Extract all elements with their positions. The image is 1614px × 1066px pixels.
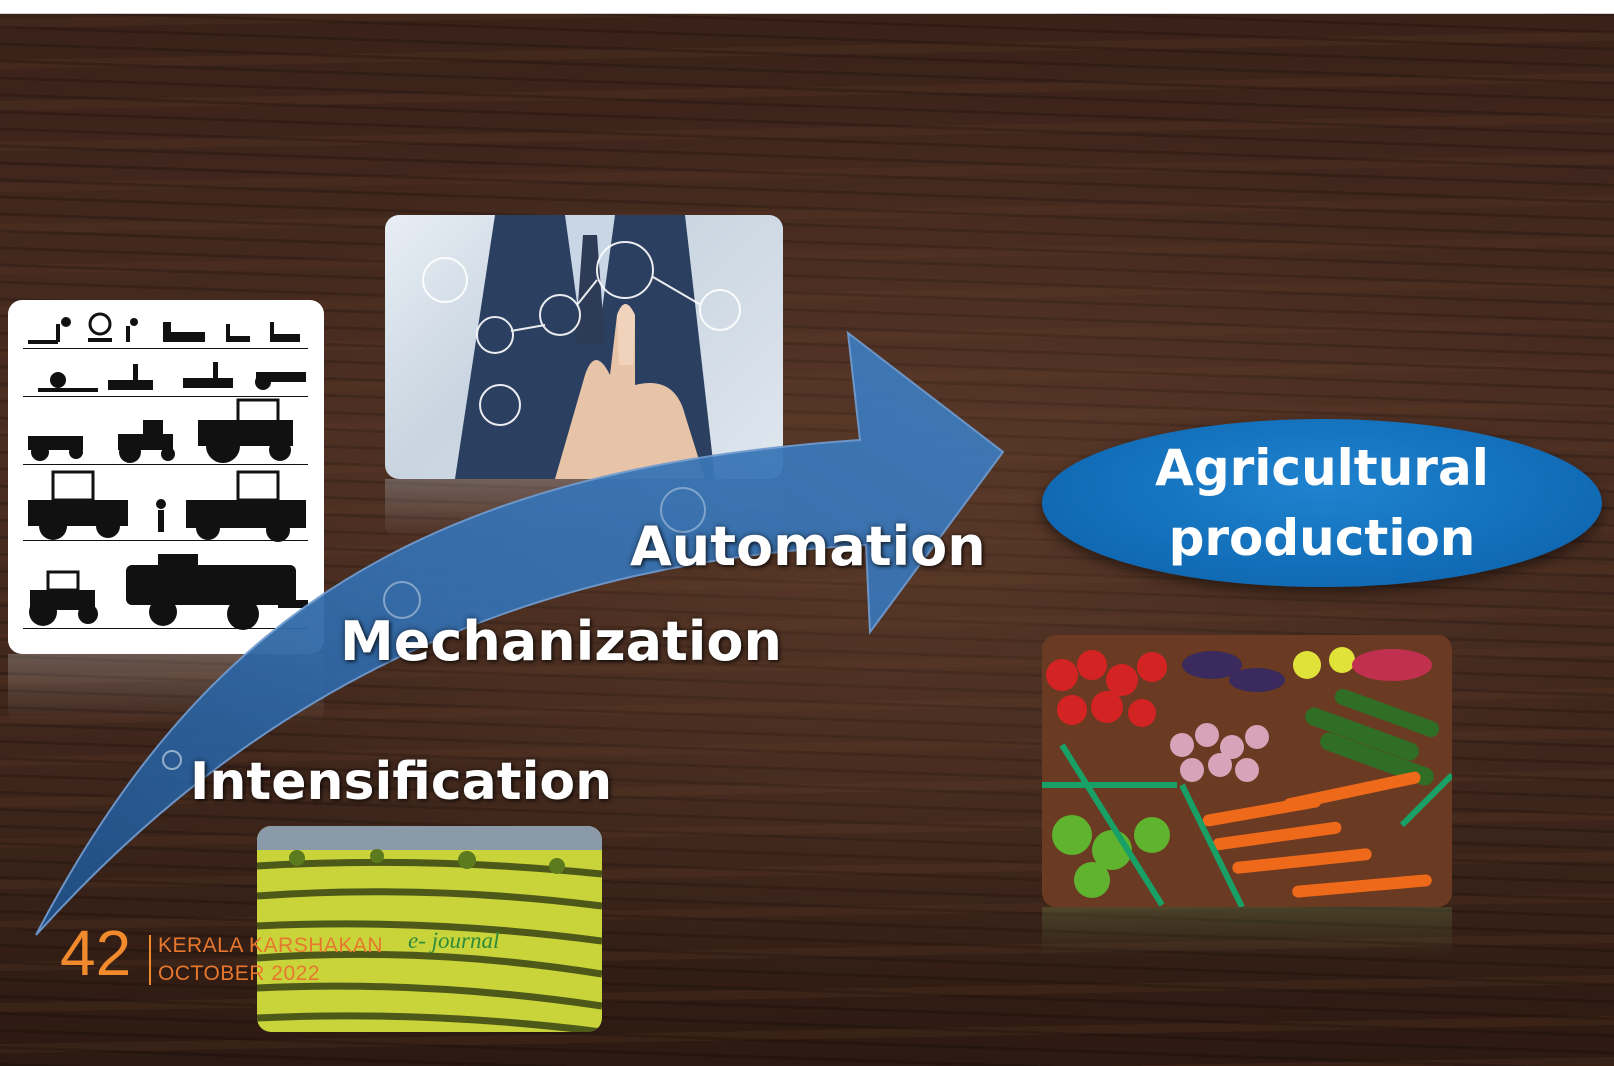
outcome-line2: production [1168, 509, 1476, 567]
issue-date: OCTOBER 2022 [158, 962, 321, 985]
stage-label-mechanization: Mechanization [340, 610, 782, 673]
page-number: 42 [60, 917, 132, 989]
farm-machinery-silhouettes-icon [8, 300, 324, 654]
stage-label-intensification: Intensification [190, 752, 613, 812]
stage-label-automation: Automation [630, 515, 986, 578]
vegetables-reflection [1042, 907, 1452, 957]
footer-divider [149, 935, 151, 985]
touchscreen-hand-icon [385, 215, 783, 479]
vegetable-market-photo [1042, 635, 1452, 907]
rice-terraces-photo [257, 826, 602, 1032]
publication-name: KERALA KARSHAKAN [158, 934, 384, 957]
outcome-line1: Agricultural [1155, 439, 1489, 497]
top-border [0, 0, 1614, 14]
journal-tag: e- journal [408, 928, 500, 953]
outcome-ellipse: Agricultural production [1042, 419, 1602, 587]
